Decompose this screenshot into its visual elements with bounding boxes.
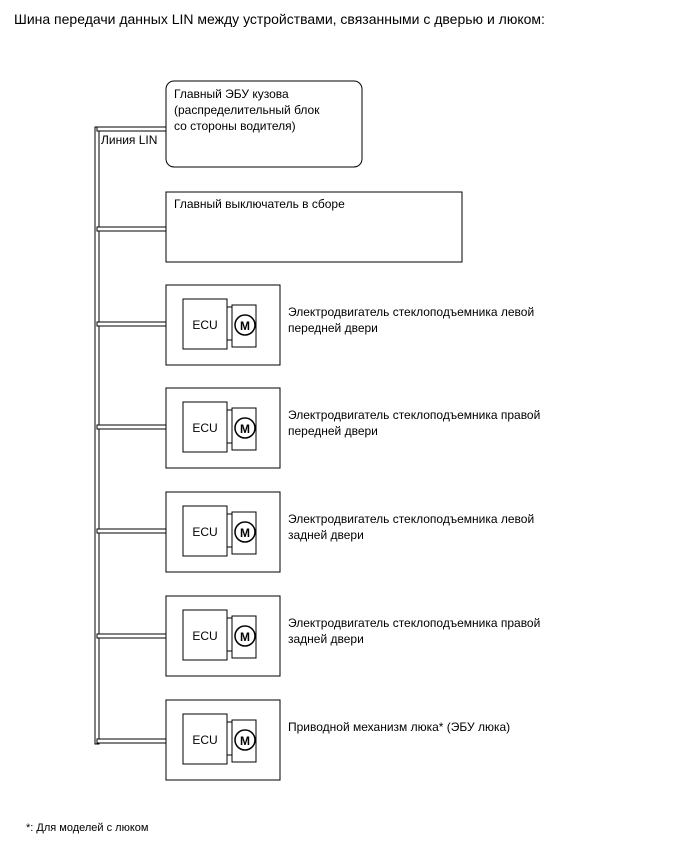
bus-branch: [96, 321, 167, 327]
ecu-label: ECU: [192, 421, 217, 435]
bus-branch: [96, 738, 167, 744]
lin-line-label: Линия LIN: [101, 133, 157, 147]
device-label-line: Электродвигатель стеклоподъемника левой: [288, 305, 534, 319]
device-5: ECU M Приводной механизм люка* (ЭБУ люка): [165, 699, 510, 781]
motor-icon: [234, 625, 256, 647]
master-switch-label: Главный выключатель в сборе: [174, 197, 345, 211]
main-ecu-line-2: (распределительный блок: [174, 103, 320, 117]
device-label-line: передней двери: [288, 321, 378, 335]
ecu-label: ECU: [192, 629, 217, 643]
device-label-line: Приводной механизм люка* (ЭБУ люка): [288, 720, 510, 734]
device-label-line: задней двери: [288, 528, 364, 542]
ecu-block: [182, 609, 228, 661]
motor-label: M: [240, 630, 250, 644]
main-ecu-line-1: Главный ЭБУ кузова: [174, 87, 289, 101]
bus-branch: [96, 126, 167, 132]
motor-icon: [234, 521, 256, 543]
bus-branch: [96, 528, 167, 534]
bus-branch: [96, 424, 167, 430]
motor-icon: [234, 729, 256, 751]
device-3: ECU M Электродвигатель стеклоподъемника ле…: [165, 491, 534, 573]
device-4: ECU M Электродвигатель стеклоподъемника пр…: [165, 595, 540, 677]
ecu-block: [182, 713, 228, 765]
device-list: ECU M Электродвигатель стеклоподъемника ле…: [165, 284, 540, 781]
device-1: ECU M Электродвигатель стеклоподъемника ле…: [165, 284, 534, 366]
bus-branch: [96, 226, 167, 232]
device-2: ECU M Электродвигатель стеклоподъемника пр…: [165, 387, 540, 469]
device-label-line: задней двери: [288, 632, 364, 646]
bus-trunk: [94, 126, 100, 745]
footnote: *: Для моделей с люком: [26, 822, 149, 834]
motor-label: M: [240, 422, 250, 436]
master-switch-box: [165, 191, 463, 263]
ecu-label: ECU: [192, 525, 217, 539]
ecu-label: ECU: [192, 318, 217, 332]
diagram-title: Шина передачи данных LIN между устройств…: [14, 11, 545, 27]
motor-icon: [234, 417, 256, 439]
motor-label: M: [240, 734, 250, 748]
ecu-block: [182, 505, 228, 557]
device-label-line: Электродвигатель стеклоподъемника правой: [288, 616, 540, 630]
device-label-line: передней двери: [288, 424, 378, 438]
device-label-line: Электродвигатель стеклоподъемника правой: [288, 408, 540, 422]
main-ecu-line-3: со стороны водителя): [174, 119, 296, 133]
motor-icon: [234, 314, 256, 336]
motor-label: M: [240, 526, 250, 540]
main-ecu-box: [165, 80, 363, 168]
ecu-block: [182, 298, 228, 350]
lin-bus-trunk: [94, 126, 167, 745]
ecu-block: [182, 401, 228, 453]
bus-branch: [96, 633, 167, 639]
motor-label: M: [240, 319, 250, 333]
device-label-line: Электродвигатель стеклоподъемника левой: [288, 512, 534, 526]
ecu-label: ECU: [192, 733, 217, 747]
